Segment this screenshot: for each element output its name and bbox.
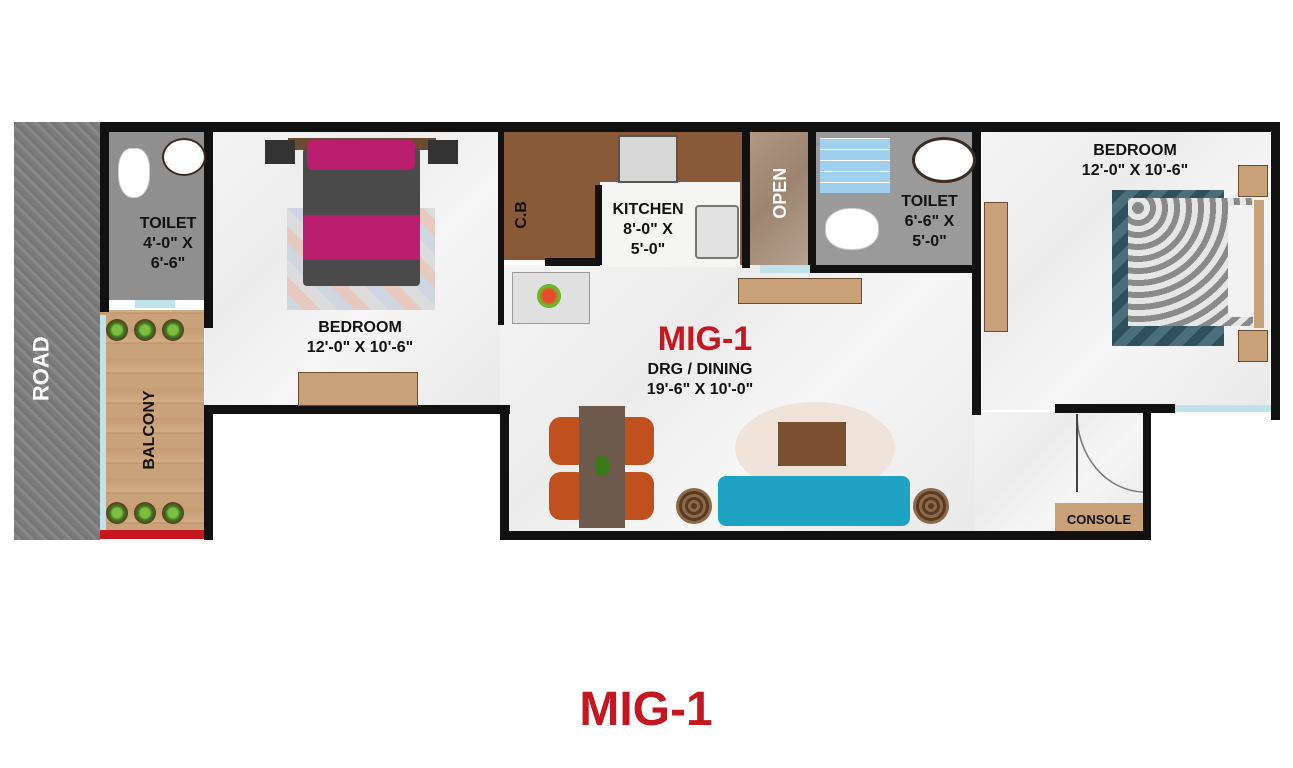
bedroom-left-nightstand-icon <box>265 140 295 164</box>
toilet-right-dim2: 5'-0" <box>912 233 947 250</box>
wall-right <box>1271 122 1280 420</box>
drg-dining-label: DRG / DINING 19'-6" X 10'-0" <box>615 360 785 400</box>
stove-icon <box>618 135 678 183</box>
unit-label: MIG-1 <box>657 320 753 358</box>
bedroom-right-wardrobe-icon <box>984 202 1008 332</box>
bedroom-left-dresser-icon <box>298 372 418 406</box>
centerpiece-icon <box>595 456 609 476</box>
wall-foyer-right <box>1143 412 1151 540</box>
toilet-right-basin-icon <box>912 137 976 183</box>
bedroom-right-nightstand-icon <box>1238 330 1268 362</box>
wall-kitchen-inner <box>545 258 600 266</box>
kitchen-name: KITCHEN <box>612 201 684 218</box>
balcony-floor <box>100 310 204 538</box>
balcony-label: BALCONY <box>141 390 158 470</box>
bedroom-right-window <box>1175 405 1271 412</box>
fruit-icon <box>537 284 561 308</box>
cb-label: C.B <box>513 201 530 229</box>
plant-icon <box>162 502 184 524</box>
bedroom-left-dim: 12'-0" X 10'-6" <box>306 339 414 356</box>
bedroom-left-label: BEDROOM 12'-0" X 10'-6" <box>280 318 440 358</box>
wall-toilet-right-bottom <box>808 265 972 273</box>
plant-icon <box>134 319 156 341</box>
wall-open-left <box>742 122 750 268</box>
toilet-right-label: TOILET 6'-6" X 5'-0" <box>882 192 977 252</box>
bedroom-left-duvet-icon <box>303 215 420 260</box>
cb-cabinet <box>500 130 545 260</box>
shower-tiles <box>820 138 890 193</box>
toilet-left-basin-icon <box>162 138 206 176</box>
toilet-left-wc-icon <box>118 148 150 198</box>
bedroom-right-label: BEDROOM 12'-0" X 10'-6" <box>1055 141 1215 181</box>
toilet-right-wc-icon <box>825 208 879 250</box>
drg-dining-name: DRG / DINING <box>647 361 753 378</box>
wall-left <box>100 122 109 312</box>
plant-icon <box>134 502 156 524</box>
kitchen-dim2: 5'-0" <box>630 241 666 258</box>
coffee-table-icon <box>778 422 846 466</box>
console-table-icon <box>1055 503 1143 531</box>
road-label: ROAD <box>28 336 54 402</box>
bedroom-left-name: BEDROOM <box>318 319 402 336</box>
bedroom-left-nightstand-icon <box>428 140 458 164</box>
wall-top-mid <box>498 122 1280 132</box>
wall-balcony-right <box>204 405 213 540</box>
bedroom-right-nightstand-icon <box>1238 165 1268 197</box>
side-table-icon <box>676 488 712 524</box>
sink-icon <box>695 205 739 259</box>
toilet-right-window <box>760 265 810 273</box>
drg-dining-dim: 19'-6" X 10'-0" <box>646 381 754 398</box>
bedroom-right-headboard <box>1254 200 1264 328</box>
wall-toilet-left-right <box>204 130 213 328</box>
bedroom-right-name: BEDROOM <box>1093 142 1177 159</box>
wall-cb <box>498 130 504 325</box>
wall-drg-left <box>500 405 509 540</box>
wall-bedroom-right-bottom <box>1055 404 1175 413</box>
toilet-left-dim1: 4'-0" X <box>143 235 193 252</box>
kitchen-dim1: 8'-0" X <box>623 221 673 238</box>
wall-top-left <box>100 122 498 132</box>
sofa-icon <box>718 476 910 526</box>
wall-bedroom-left-bottom <box>204 405 510 414</box>
open-panel <box>750 122 808 265</box>
open-label: OPEN <box>769 167 790 219</box>
plant-icon <box>162 319 184 341</box>
bedroom-right-dim: 12'-0" X 10'-6" <box>1081 162 1189 179</box>
balcony-window <box>100 315 106 530</box>
console-label: CONSOLE <box>1066 512 1132 527</box>
toilet-left-window <box>135 300 175 308</box>
plant-icon <box>106 502 128 524</box>
toilet-right-dim1: 6'-6" X <box>904 213 955 230</box>
wall-bottom <box>500 531 1150 540</box>
footer-title: MIG-1 <box>579 683 713 736</box>
entry-door-icon <box>1076 413 1144 493</box>
plant-icon <box>106 319 128 341</box>
toilet-left-label: TOILET 4'-0" X 6'-6" <box>118 214 218 274</box>
toilet-right-name: TOILET <box>901 193 958 210</box>
bedroom-left-pillow-icon <box>307 140 415 170</box>
wall-kitchen-v <box>595 185 602 265</box>
toilet-left-name: TOILET <box>139 215 197 232</box>
road-strip <box>14 122 100 540</box>
counter-top-icon <box>738 278 862 304</box>
kitchen-label: KITCHEN 8'-0" X 5'-0" <box>598 200 698 260</box>
wall-open-right <box>808 122 816 272</box>
wall-bedroom-right-left <box>972 130 981 415</box>
side-table-icon <box>913 488 949 524</box>
balcony-edge <box>100 530 204 539</box>
toilet-left-dim2: 6'-6" <box>150 255 186 272</box>
bedroom-right-pillow-icon <box>1228 205 1256 317</box>
